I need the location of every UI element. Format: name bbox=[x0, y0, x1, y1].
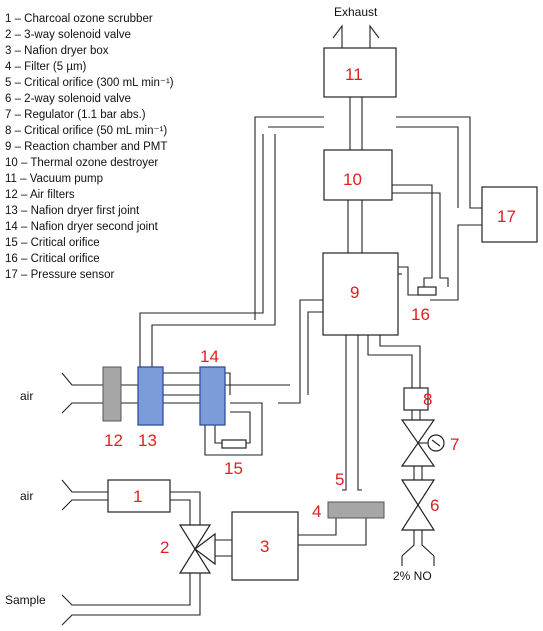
no-source-label: 2% NO bbox=[393, 569, 432, 583]
no-source-arrows bbox=[401, 556, 435, 566]
number-15: 15 bbox=[224, 459, 243, 478]
number-11: 11 bbox=[345, 65, 363, 84]
component-10-thermal-ozone-destroyer bbox=[323, 149, 393, 201]
number-5: 5 bbox=[335, 470, 344, 489]
legend-item-5: 5 – Critical orifice (300 mL min⁻¹) bbox=[5, 77, 174, 89]
number-2: 2 bbox=[160, 538, 169, 557]
number-12: 12 bbox=[104, 431, 123, 450]
legend-item-8: 8 – Critical orifice (50 mL min⁻¹) bbox=[5, 125, 167, 137]
component-13-nafion-first-joint bbox=[137, 366, 164, 426]
component-3-nafion-dryer-box bbox=[231, 511, 299, 581]
component-17-pressure-sensor bbox=[481, 186, 538, 243]
legend: 1 – Charcoal ozone scrubber 2 – 3-way so… bbox=[5, 13, 174, 281]
component-14-nafion-second-joint bbox=[199, 366, 226, 426]
legend-item-4: 4 – Filter (5 µm) bbox=[5, 61, 87, 73]
legend-item-1: 1 – Charcoal ozone scrubber bbox=[5, 13, 153, 25]
legend-item-11: 11 – Vacuum pump bbox=[5, 173, 103, 185]
number-16: 16 bbox=[411, 305, 430, 324]
legend-item-14: 14 – Nafion dryer second joint bbox=[5, 221, 159, 233]
component-4-filter bbox=[327, 501, 385, 519]
exhaust-label: Exhaust bbox=[334, 5, 378, 19]
component-11-vacuum-pump bbox=[323, 47, 397, 98]
legend-item-13: 13 – Nafion dryer first joint bbox=[5, 205, 140, 217]
component-16-critical-orifice bbox=[417, 286, 437, 296]
number-14: 14 bbox=[200, 347, 219, 366]
number-9: 9 bbox=[350, 283, 359, 302]
number-7: 7 bbox=[450, 435, 459, 454]
tubing bbox=[61, 97, 482, 626]
number-6: 6 bbox=[430, 496, 439, 515]
legend-item-3: 3 – Nafion dryer box bbox=[5, 45, 109, 57]
legend-item-2: 2 – 3-way solenoid valve bbox=[5, 29, 131, 41]
component-7-regulator bbox=[400, 419, 445, 467]
air-label-bottom: air bbox=[20, 489, 33, 503]
legend-item-10: 10 – Thermal ozone destroyer bbox=[5, 157, 158, 169]
legend-item-12: 12 – Air filters bbox=[5, 189, 75, 201]
component-8-critical-orifice bbox=[403, 387, 429, 411]
legend-item-9: 9 – Reaction chamber and PMT bbox=[5, 141, 167, 153]
legend-item-15: 15 – Critical orifice bbox=[5, 237, 100, 249]
component-12-air-filters bbox=[102, 366, 122, 422]
legend-item-6: 6 – 2-way solenoid valve bbox=[5, 93, 131, 105]
legend-item-16: 16 – Critical orifice bbox=[5, 253, 100, 265]
component-1-charcoal-scrubber bbox=[107, 479, 171, 513]
number-3: 3 bbox=[260, 537, 269, 556]
legend-item-17: 17 – Pressure sensor bbox=[5, 269, 114, 281]
number-8: 8 bbox=[423, 390, 432, 409]
component-6-two-way-valve bbox=[400, 479, 436, 531]
number-4: 4 bbox=[312, 502, 321, 521]
number-1: 1 bbox=[133, 487, 142, 506]
legend-item-7: 7 – Regulator (1.1 bar abs.) bbox=[5, 109, 146, 121]
air-label-top: air bbox=[20, 389, 33, 403]
component-9-reaction-chamber bbox=[322, 252, 399, 336]
sample-label: Sample bbox=[5, 593, 46, 607]
component-15-critical-orifice bbox=[221, 439, 247, 449]
number-10: 10 bbox=[343, 170, 362, 189]
number-13: 13 bbox=[138, 431, 157, 450]
component-2-three-way-valve bbox=[178, 524, 216, 574]
component-numbers: 11 10 17 9 16 14 12 13 15 8 7 5 4 6 1 2 … bbox=[104, 65, 516, 557]
exhaust-arrows bbox=[332, 24, 380, 48]
number-17: 17 bbox=[497, 207, 516, 226]
